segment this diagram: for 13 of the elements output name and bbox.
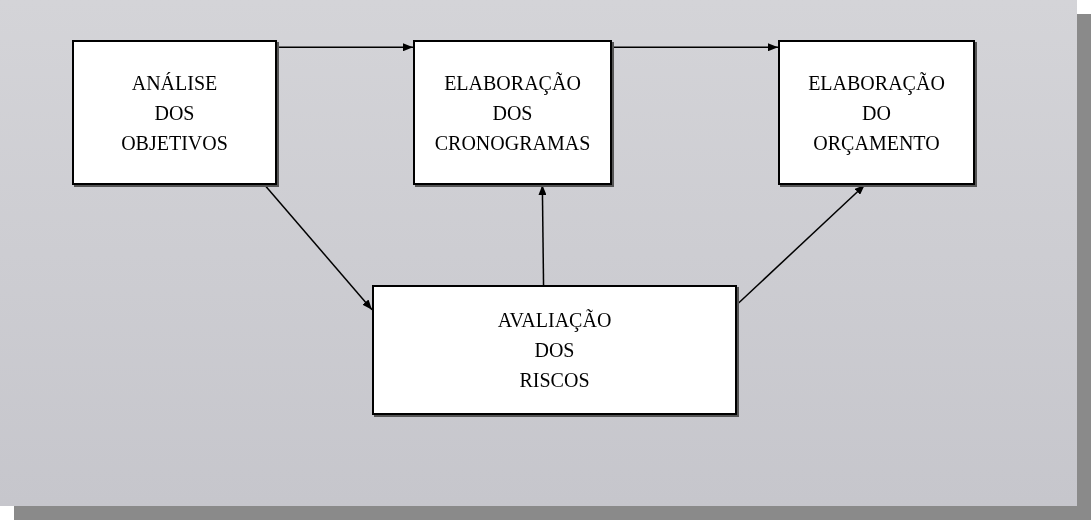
box-label: ELABORAÇÃO DOS CRONOGRAMAS xyxy=(434,70,591,156)
arrow xyxy=(538,184,547,286)
arrow xyxy=(736,184,866,306)
process-box xyxy=(372,285,737,415)
process-box xyxy=(413,40,612,185)
box-label: ANÁLISE DOS OBJETIVOS xyxy=(121,70,228,156)
arrow xyxy=(611,43,779,52)
arrow xyxy=(263,184,373,311)
process-box xyxy=(778,40,975,185)
box-label: ELABORAÇÃO DO ORÇAMENTO xyxy=(808,70,945,157)
process-box xyxy=(72,40,277,185)
box-label: AVALIAÇÃO DOS RISCOS xyxy=(497,308,612,393)
arrow xyxy=(276,43,414,52)
